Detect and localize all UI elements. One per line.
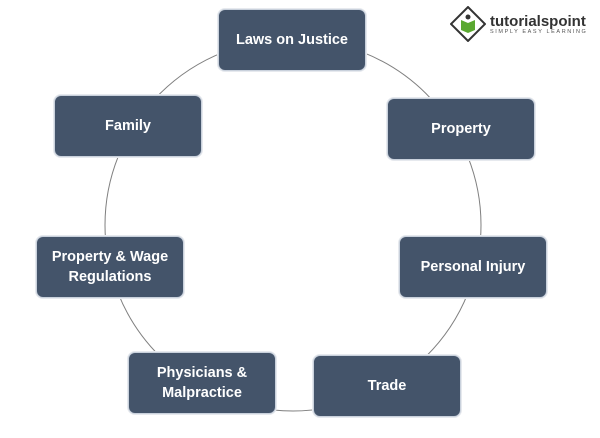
node-personal-injury: Personal Injury <box>399 236 547 298</box>
node-trade: Trade <box>313 355 461 417</box>
node-family: Family <box>54 95 202 157</box>
node-property: Property <box>387 98 535 160</box>
node-property-wage-regulations: Property & Wage Regulations <box>36 236 184 298</box>
tutorialspoint-logo: tutorialspoint SIMPLY EASY LEARNING <box>450 4 595 44</box>
logo-tagline: SIMPLY EASY LEARNING <box>490 28 588 35</box>
node-physicians-malpractice: Physicians & Malpractice <box>128 352 276 414</box>
node-laws-on-justice: Laws on Justice <box>218 9 366 71</box>
logo-icon <box>450 6 486 42</box>
logo-name: tutorialspoint <box>490 12 586 30</box>
